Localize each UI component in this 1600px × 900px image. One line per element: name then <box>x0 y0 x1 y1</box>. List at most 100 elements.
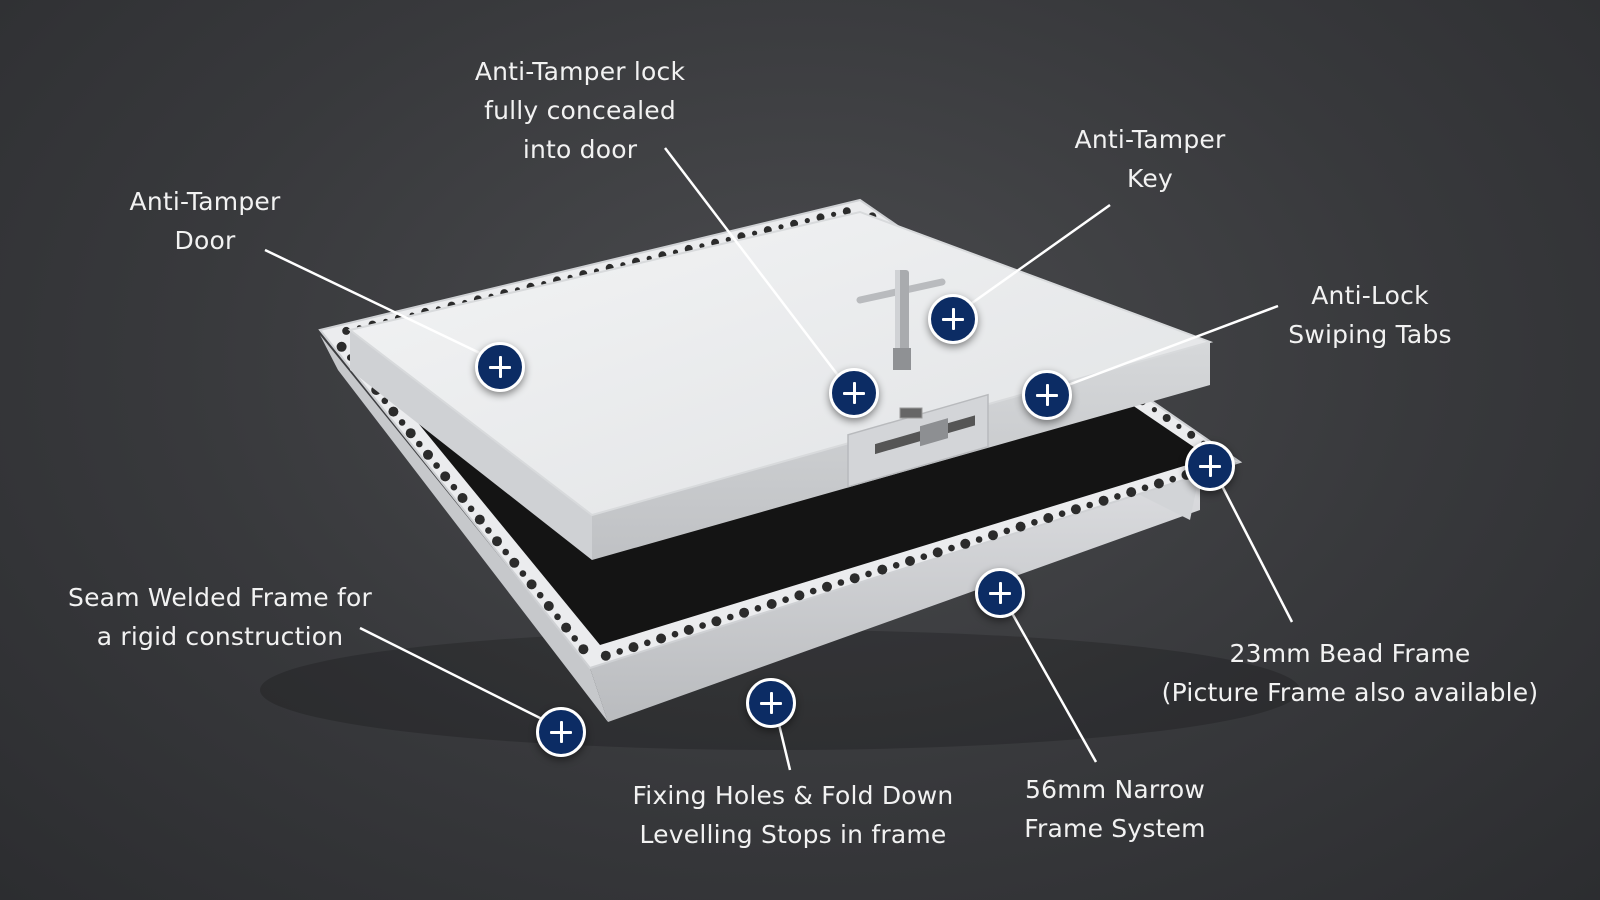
door-front-edge <box>350 330 592 560</box>
perforation-hole <box>616 648 623 655</box>
label-bead-frame: 23mm Bead Frame (Picture Frame also avai… <box>1155 634 1545 712</box>
perforation-hole <box>336 341 347 352</box>
perforation-hole <box>948 544 955 552</box>
perforation-hole <box>1070 504 1081 515</box>
perforation-hole <box>683 624 694 635</box>
leader-line <box>1006 605 1098 763</box>
leader-line <box>964 203 1111 310</box>
label-line: Anti-Tamper lock <box>474 57 686 86</box>
perforation-hole <box>711 616 722 627</box>
perforation-hole <box>571 635 578 642</box>
plus-icon[interactable] <box>1022 370 1072 420</box>
leader-line <box>359 626 549 724</box>
perforation-hole <box>656 633 667 644</box>
perforation-hole <box>816 213 825 222</box>
perforation-hole <box>1003 527 1011 535</box>
perforation-hole <box>754 605 762 612</box>
perforation-hole <box>398 419 406 426</box>
perforation-hole <box>381 397 389 405</box>
label-anti-tamper-lock: Anti-Tamper lock fully concealed into do… <box>460 52 700 169</box>
anti-tamper-key <box>856 270 946 370</box>
label-narrow-frame: 56mm Narrow Frame System <box>1010 770 1220 848</box>
perforation-hole <box>794 590 805 601</box>
perforation-hole <box>526 579 537 590</box>
leader-line <box>1059 304 1279 390</box>
perforation-hole <box>1098 495 1109 506</box>
perforation-hole <box>543 601 554 611</box>
perforation-hole <box>960 538 971 549</box>
perforation-hole <box>1031 519 1038 526</box>
perforation-hole <box>1126 487 1137 498</box>
perforation-hole <box>433 462 440 469</box>
perforation-hole <box>578 644 589 655</box>
frame-left-wall <box>320 335 608 722</box>
label-line: Anti-Lock <box>1311 281 1429 310</box>
plus-icon[interactable] <box>975 568 1025 618</box>
label-line: Seam Welded Frame for <box>68 583 372 612</box>
label-line: Key <box>1127 164 1173 193</box>
perforation-hole <box>849 573 860 584</box>
perforation-hole <box>1151 407 1157 413</box>
perforation-hole <box>1043 513 1054 523</box>
perforation-hole <box>778 224 784 230</box>
perforation-hole <box>1114 493 1121 500</box>
perforation-hole <box>474 514 485 525</box>
label-line: 56mm Narrow <box>1025 775 1205 804</box>
plus-icon[interactable] <box>1185 441 1235 491</box>
perforation-hole <box>502 548 510 556</box>
label-line: fully concealed <box>484 96 676 125</box>
perforation-hole <box>892 562 900 569</box>
perforation-hole <box>699 243 705 249</box>
label-fixing-holes: Fixing Holes & Fold Down Levelling Stops… <box>618 776 968 854</box>
perforation-hole <box>975 536 983 543</box>
perforation-hole <box>405 428 416 439</box>
label-seam-welded: Seam Welded Frame for a rigid constructi… <box>55 578 385 656</box>
perforation-hole <box>1162 414 1171 422</box>
perforation-hole <box>536 591 544 599</box>
perforation-hole <box>932 547 943 558</box>
perforation-hole <box>519 570 527 577</box>
perforation-hole <box>492 536 502 547</box>
label-anti-lock-tabs: Anti-Lock Swiping Tabs <box>1280 276 1460 354</box>
perforation-hole <box>485 527 492 534</box>
label-line: Door <box>174 226 236 255</box>
perforation-hole <box>644 639 651 647</box>
plus-icon[interactable] <box>536 707 586 757</box>
leader-line <box>664 147 841 379</box>
label-line: (Picture Frame also available) <box>1161 678 1539 707</box>
perforation-hole <box>782 596 789 603</box>
plus-icon[interactable] <box>746 678 796 728</box>
label-line: into door <box>522 135 638 164</box>
perforation-hole <box>1058 510 1066 517</box>
lock-cam <box>920 418 948 447</box>
perforation-hole <box>809 587 817 595</box>
perforation-hole <box>1015 521 1026 532</box>
perforation-hole <box>725 236 731 243</box>
perforation-hole <box>877 564 888 575</box>
perforation-hole <box>842 207 851 216</box>
perforation-hole <box>509 557 520 568</box>
frame-front-wall <box>590 472 1200 722</box>
perforation-hole <box>739 607 750 618</box>
perforation-hole <box>905 556 915 566</box>
perforation-hole <box>1153 478 1164 489</box>
label-line: Anti-Tamper <box>1074 125 1226 154</box>
lock-keyhole <box>899 407 923 419</box>
label-line: Fixing Holes & Fold Down <box>632 781 954 810</box>
plus-icon[interactable] <box>475 342 525 392</box>
leader-line <box>264 248 487 358</box>
label-line: Frame System <box>1024 814 1206 843</box>
plus-icon[interactable] <box>928 294 978 344</box>
perforation-hole <box>450 483 458 491</box>
plus-icon[interactable] <box>829 368 879 418</box>
perforation-hole <box>388 406 399 417</box>
perforation-hole <box>1187 430 1196 439</box>
perforation-hole <box>1141 484 1149 492</box>
label-line: Swiping Tabs <box>1288 320 1452 349</box>
perforation-hole <box>1169 475 1176 483</box>
perforation-hole <box>440 471 451 482</box>
perforation-hole <box>628 642 639 653</box>
perforation-hole <box>804 218 810 224</box>
